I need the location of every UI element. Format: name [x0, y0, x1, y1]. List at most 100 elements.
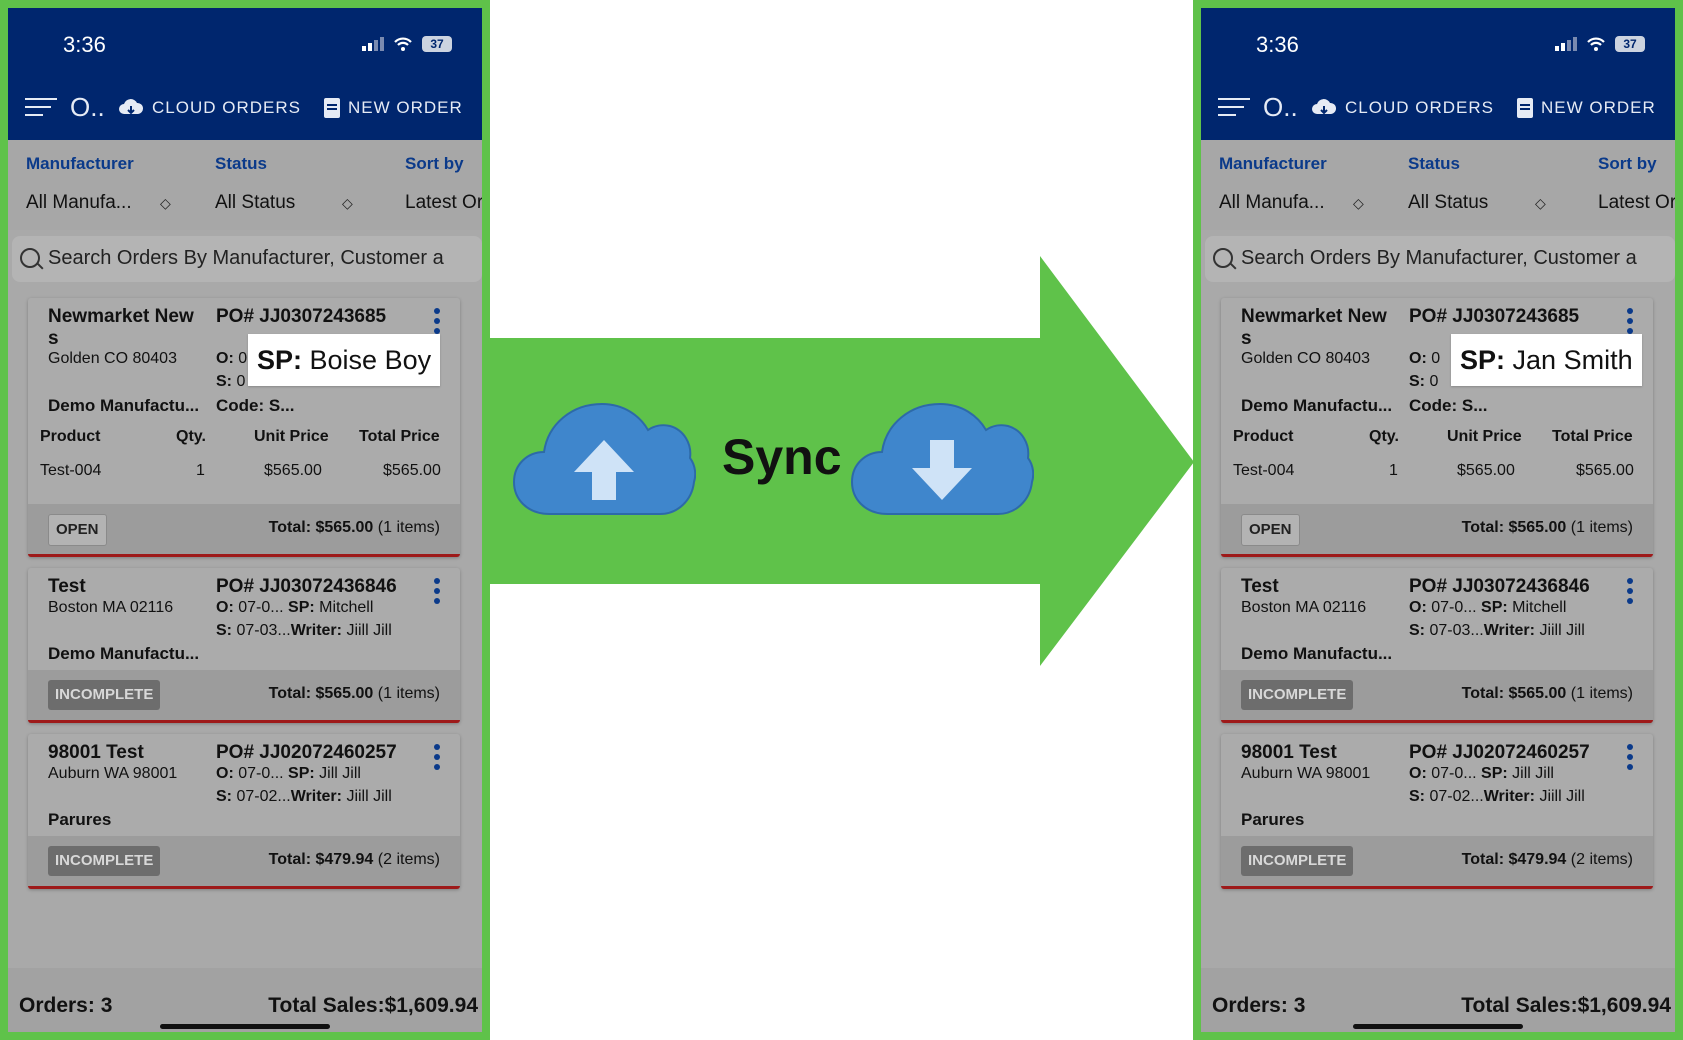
- search-icon: [20, 248, 40, 268]
- sp-callout: SP: Jan Smith: [1451, 334, 1642, 386]
- status-icons: 37: [1555, 36, 1645, 52]
- cloud-download-icon: [1312, 99, 1337, 115]
- order-manufacturer: Demo Manufactu...: [48, 644, 200, 663]
- more-options-icon[interactable]: [1627, 308, 1633, 338]
- hamburger-menu-icon[interactable]: [1218, 98, 1250, 118]
- order-total-items: (1 items): [1570, 519, 1633, 536]
- order-writer-value: Jiill Jill: [346, 788, 392, 805]
- order-o-value: 07-0...: [1431, 765, 1477, 782]
- battery-icon: 37: [1615, 36, 1645, 52]
- status-filter-label: Status: [215, 154, 267, 173]
- search-input[interactable]: Search Orders By Manufacturer, Customer …: [12, 236, 482, 282]
- order-writer-value: Jiill Jill: [346, 622, 392, 639]
- order-footer: INCOMPLETE Total: $479.94 (2 items): [28, 836, 460, 886]
- order-card[interactable]: Test Boston MA 02116 Demo Manufactu... P…: [1221, 568, 1653, 723]
- more-options-icon[interactable]: [1627, 744, 1633, 774]
- status-icons: 37: [362, 36, 452, 52]
- chevron-updown-icon: ◇: [160, 195, 171, 211]
- sp-callout-value: Boise Boy: [309, 345, 432, 375]
- new-order-label: NEW ORDER: [348, 98, 463, 117]
- total-price-header: Total Price: [359, 428, 440, 445]
- order-s-value: 07-02...: [1429, 788, 1484, 805]
- product-cell: Test-004: [40, 462, 102, 479]
- more-options-icon[interactable]: [434, 578, 440, 608]
- order-s-value: 07-03...: [236, 622, 291, 639]
- order-total: Total: $565.00 (1 items): [269, 685, 440, 703]
- order-customer: Test: [1241, 576, 1279, 597]
- order-s-line: S: 07-03...Writer: Jiill Jill: [216, 622, 392, 640]
- order-s-line: S: 07-02...Writer: Jiill Jill: [216, 788, 392, 806]
- order-footer: INCOMPLETE Total: $565.00 (1 items): [28, 670, 460, 720]
- order-card[interactable]: Test Boston MA 02116 Demo Manufactu... P…: [28, 568, 460, 723]
- total-price-header: Total Price: [1552, 428, 1633, 445]
- summary-footer: Orders: 3 Total Sales:$1,609.94: [1201, 968, 1675, 1032]
- search-icon: [1213, 248, 1233, 268]
- qty-cell: 1: [196, 462, 205, 479]
- order-o-label: O:: [1409, 599, 1427, 616]
- order-total: Total: $479.94 (2 items): [1462, 851, 1633, 869]
- order-o-label: O:: [216, 350, 234, 367]
- sync-label: Sync: [722, 429, 842, 485]
- order-o-line: O: 07-0... SP: Mitchell: [1409, 599, 1566, 617]
- product-cell: Test-004: [1233, 462, 1295, 479]
- more-options-icon[interactable]: [1627, 578, 1633, 608]
- order-s-label: S:: [216, 622, 232, 639]
- cloud-upload-icon: [512, 402, 696, 515]
- more-options-icon[interactable]: [434, 308, 440, 338]
- order-card[interactable]: Newmarket New s Golden CO 80403 Demo Man…: [1221, 298, 1653, 557]
- order-s-line: S: 07-02...Writer: Jiill Jill: [1409, 788, 1585, 806]
- order-s-line: S: 0: [216, 373, 245, 391]
- cloud-orders-button[interactable]: CLOUD ORDERS: [118, 98, 301, 118]
- chevron-updown-icon: ◇: [1353, 195, 1364, 211]
- order-total: Total: $565.00 (1 items): [1462, 685, 1633, 703]
- home-indicator[interactable]: [160, 1024, 330, 1029]
- order-customer: Newmarket New s: [1241, 306, 1387, 349]
- order-total: Total: $479.94 (2 items): [269, 851, 440, 869]
- order-code-label: Code:: [216, 396, 265, 415]
- order-total-amount: Total: $565.00: [1461, 519, 1567, 536]
- unit-price-cell: $565.00: [264, 462, 322, 479]
- order-o-line: O: 07-0... SP: Jill Jill: [216, 765, 361, 783]
- wifi-icon: [394, 37, 412, 51]
- sort-filter-value: Latest Or: [405, 192, 482, 213]
- order-city: Boston MA 02116: [48, 599, 174, 616]
- order-sp-label: SP:: [288, 599, 315, 616]
- home-indicator[interactable]: [1353, 1024, 1523, 1029]
- order-po: PO# JJ02072460257: [1409, 742, 1590, 763]
- phone-before: 3:36 37 O.. CLOUD ORDERS NEW ORDER: [0, 0, 490, 1040]
- up-arrow: [574, 440, 634, 500]
- order-sp-label: SP:: [288, 765, 315, 782]
- new-order-button[interactable]: NEW ORDER: [324, 98, 463, 118]
- new-order-button[interactable]: NEW ORDER: [1517, 98, 1656, 118]
- order-total-amount: Total: $565.00: [268, 685, 374, 702]
- order-footer: OPEN Total: $565.00 (1 items): [28, 504, 460, 554]
- orders-count: Orders: 3: [19, 994, 113, 1017]
- order-card[interactable]: 98001 Test Auburn WA 98001 Parures PO# J…: [1221, 734, 1653, 889]
- total-sales: Total Sales:$1,609.94: [1461, 994, 1671, 1017]
- hamburger-menu-icon[interactable]: [25, 98, 57, 118]
- cloud-orders-button[interactable]: CLOUD ORDERS: [1311, 98, 1494, 118]
- search-placeholder: Search Orders By Manufacturer, Customer …: [1241, 247, 1637, 269]
- unit-price-header: Unit Price: [1447, 428, 1522, 445]
- total-sales: Total Sales:$1,609.94: [268, 994, 478, 1017]
- order-card[interactable]: 98001 Test Auburn WA 98001 Parures PO# J…: [28, 734, 460, 889]
- order-po: PO# JJ02072460257: [216, 742, 397, 763]
- document-icon: [1517, 98, 1533, 118]
- order-manufacturer: Demo Manufactu...: [1241, 396, 1393, 415]
- manufacturer-filter-label: Manufacturer: [26, 154, 134, 173]
- search-input[interactable]: Search Orders By Manufacturer, Customer …: [1205, 236, 1675, 282]
- order-sp-value: Jill Jill: [1512, 765, 1554, 782]
- order-sp-label: SP:: [1481, 765, 1508, 782]
- order-manufacturer: Demo Manufactu...: [48, 396, 200, 415]
- order-o-label: O:: [1409, 350, 1427, 367]
- order-writer-label: Writer:: [1483, 622, 1535, 639]
- order-writer-value: Jiill Jill: [1539, 788, 1585, 805]
- order-s-value: 0: [236, 373, 246, 390]
- order-sp-label: SP:: [1481, 599, 1508, 616]
- order-o-value: 07-0...: [238, 599, 284, 616]
- more-options-icon[interactable]: [434, 744, 440, 774]
- status-badge: INCOMPLETE: [1241, 846, 1354, 876]
- status-badge: INCOMPLETE: [48, 680, 161, 710]
- order-code-value: S...: [1461, 396, 1488, 415]
- signal-icon: [1555, 37, 1577, 51]
